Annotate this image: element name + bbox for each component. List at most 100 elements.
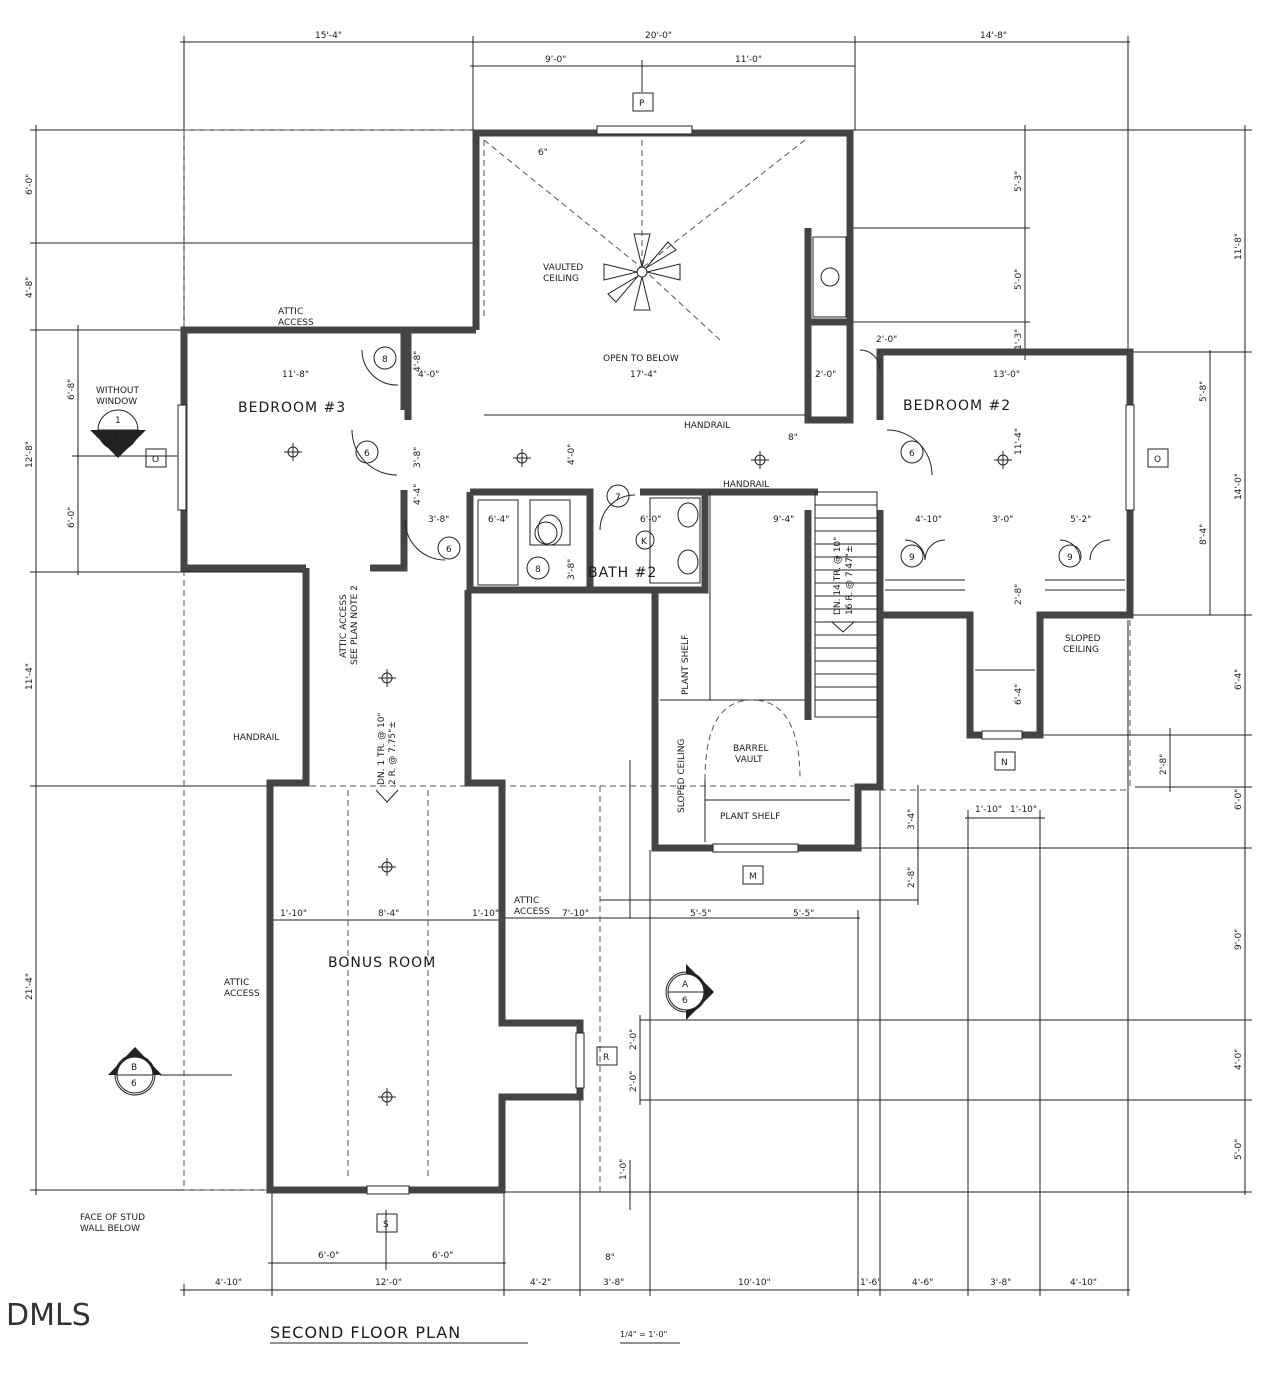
dim-2-0: 2'-0" (815, 370, 836, 380)
dim-3-8: 3'-8" (413, 447, 423, 468)
dim-right-sub-2: 5'-0" (1014, 269, 1024, 290)
label-attic-note-1: ATTIC ACCESS (339, 594, 349, 658)
dim-4-0: 4'-0" (418, 370, 439, 380)
dim-4-0b: 4'-0" (567, 444, 577, 465)
plan-scale: 1/4" = 1'-0" (620, 1330, 667, 1339)
dim-right-4: 6'-0" (1234, 789, 1244, 810)
dim-right-5: 9'-0" (1234, 929, 1244, 950)
dim-left-4: 11'-4" (25, 663, 35, 690)
label-face-of-stud-2: WALL BELOW (80, 1224, 140, 1234)
ceiling-light-icon (378, 669, 396, 687)
label-handrail-3: HANDRAIL (233, 733, 279, 743)
bath-fixtures (477, 497, 701, 586)
dim-top-1: 15'-4" (315, 31, 342, 41)
door-tag-7: 7 (615, 493, 621, 503)
door-tag-8b: 8 (535, 565, 541, 575)
door-tag-8a: 8 (382, 355, 388, 365)
section-markers (90, 409, 714, 1096)
ceiling-light-icon (378, 858, 396, 876)
dim-bottom-3: 4'-2" (530, 1278, 551, 1288)
label-attic-access-mid-1: ATTIC (514, 896, 539, 906)
label-dn14-1: DN. 14 TR. @ 10" (833, 537, 843, 615)
door-tag-6c: 6 (909, 449, 915, 459)
section-A-id: A (682, 980, 689, 990)
dim-bottom-1: 4'-10" (215, 1278, 242, 1288)
dim-bottom-5: 10'-10" (738, 1278, 771, 1288)
section-1-sheet: 4 (113, 434, 119, 444)
room-bonus: BONUS ROOM (328, 955, 436, 971)
dim-3-4: 3'-4" (907, 809, 917, 830)
tag-O-right: O (1154, 455, 1161, 465)
dim-left-5: 21'-4" (25, 973, 35, 1000)
dim-bottom-4: 3'-8" (603, 1278, 624, 1288)
dim-6in: 6" (538, 148, 548, 158)
dim-left-2: 4'-8" (25, 277, 35, 298)
vaulted-ceiling-lines (483, 139, 847, 416)
dim-17-4: 17'-4" (630, 370, 657, 380)
dim-left-3: 12'-8" (25, 441, 35, 468)
closets (885, 539, 1125, 671)
section-A-sheet: 6 (682, 996, 688, 1006)
dim-9-4: 9'-4" (773, 515, 794, 525)
dim-3-8b: 3'-8" (428, 515, 449, 525)
room-bedroom-2: BEDROOM #2 (903, 398, 1011, 414)
dim-bottom-sub-1: 6'-0" (318, 1251, 339, 1261)
dim-13-0: 13'-0" (993, 370, 1020, 380)
label-attic-access-mid-2: ACCESS (514, 907, 550, 917)
dim-right-7: 5'-0" (1234, 1139, 1244, 1160)
dim-top-3: 14'-8" (980, 31, 1007, 41)
door-tag-9a: 9 (909, 553, 915, 563)
dim-bottom-7: 4'-6" (912, 1278, 933, 1288)
label-attic-access-left-1: ATTIC (224, 978, 249, 988)
label-barrel: BARREL (733, 744, 769, 754)
section-B-sheet: 6 (131, 1079, 137, 1089)
dim-2-8: 2'-8" (1014, 584, 1024, 605)
door-tag-6a: 6 (364, 449, 370, 459)
face-of-stud-wall-lines (183, 129, 1131, 1195)
ceiling-fan-icon (603, 233, 681, 311)
dim-right-sub-1: 5'-3" (1014, 171, 1024, 192)
ceiling-light-icon (284, 443, 302, 461)
dim-1-10a: 1'-10" (975, 805, 1002, 815)
dim-1-10c: 1'-10" (280, 909, 307, 919)
dim-right-3: 6'-4" (1234, 669, 1244, 690)
tag-S: S (383, 1220, 389, 1230)
label-plant-shelf-h: PLANT SHELF (720, 812, 780, 822)
dim-bottom-8: 3'-8" (990, 1278, 1011, 1288)
dim-right-sub-5: 8'-4" (1199, 524, 1209, 545)
label-attic-access-top-1: ATTIC (278, 307, 303, 317)
dim-left-sub-1: 6'-8" (67, 379, 77, 400)
dim-2-0b: 2'-0" (876, 335, 897, 345)
elevation-tags (145, 92, 1169, 1233)
room-bedroom-3: BEDROOM #3 (238, 400, 346, 416)
label-attic-note-2: SEE PLAN NOTE 2 (350, 585, 360, 665)
dim-2-0c: 2'-0" (629, 1029, 639, 1050)
ceiling-light-icon (378, 1088, 396, 1106)
ceiling-light-icon (513, 449, 531, 467)
tag-M: M (749, 872, 757, 882)
dim-2-0d: 2'-0" (629, 1071, 639, 1092)
label-sloped: SLOPED (1065, 634, 1101, 644)
dim-right-sub-6: 2'-8" (1159, 754, 1169, 775)
label-vault: VAULT (735, 755, 763, 765)
dim-5-5b: 5'-5" (793, 909, 814, 919)
dim-3-0: 3'-0" (992, 515, 1013, 525)
plan-title: SECOND FLOOR PLAN (270, 1323, 461, 1342)
dim-bottom-2: 12'-0" (375, 1278, 402, 1288)
room-bath-2: BATH #2 (588, 565, 657, 581)
dim-4-8: 4'-8" (413, 351, 423, 372)
section-B-id: B (131, 1063, 137, 1073)
dim-left-sub-2: 6'-0" (67, 507, 77, 528)
dim-6-4: 6'-4" (488, 515, 509, 525)
tag-R: R (603, 1053, 609, 1063)
dim-6-4b: 6'-4" (1014, 684, 1024, 705)
label-vaulted: VAULTED (543, 263, 583, 273)
tag-O-left: O (152, 455, 159, 465)
dim-1-10d: 1'-10" (472, 909, 499, 919)
dim-bottom-sub-2: 6'-0" (432, 1251, 453, 1261)
plant-shelf-area (660, 492, 850, 842)
dim-left-1: 6'-0" (25, 174, 35, 195)
tag-N: N (1001, 758, 1008, 768)
door-swings (351, 349, 933, 561)
